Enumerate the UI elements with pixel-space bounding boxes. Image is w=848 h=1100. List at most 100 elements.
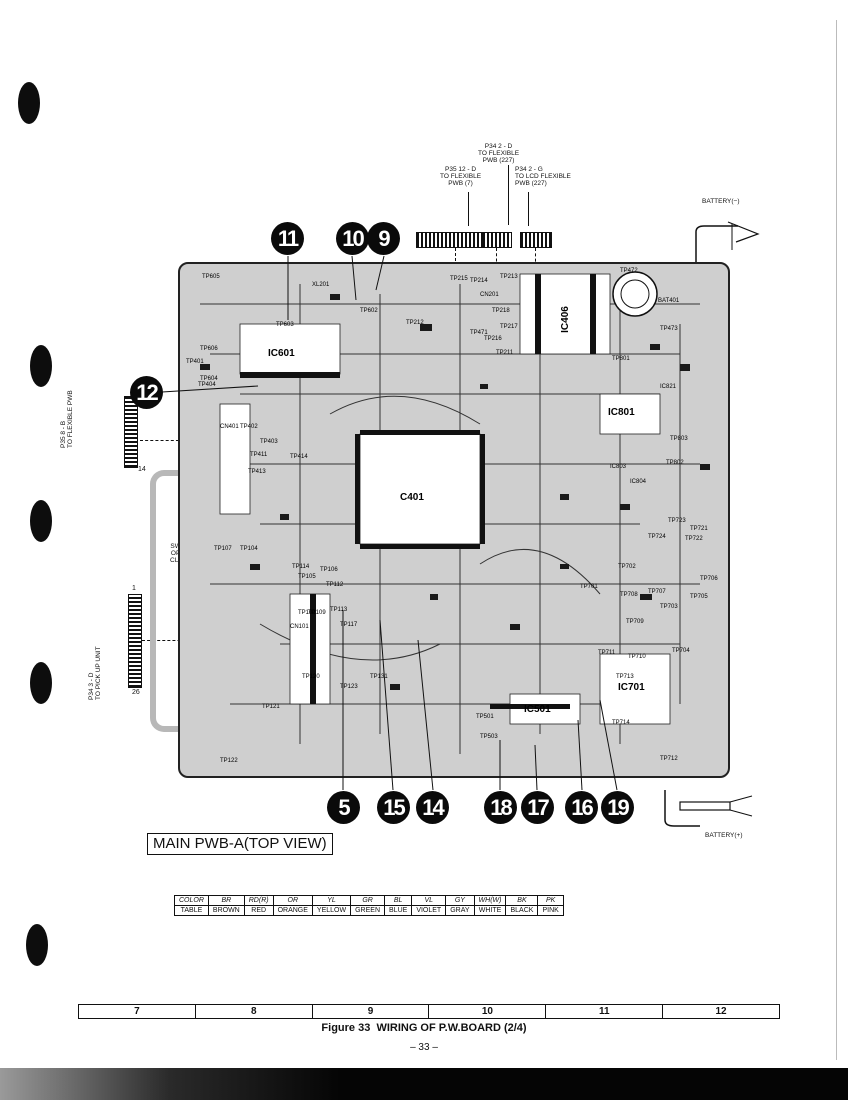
- ic-label: IC803: [610, 464, 627, 470]
- test-point-label: TP723: [668, 518, 686, 524]
- test-point-label: TP113: [330, 607, 348, 613]
- test-point-label: TP705: [690, 594, 708, 600]
- test-point-label: TP122: [220, 758, 238, 764]
- table-cell: YL: [311, 895, 352, 906]
- label-line: PWB (227): [515, 180, 547, 187]
- ic-label: XL201: [312, 282, 330, 288]
- callout-marker: 11: [271, 222, 304, 255]
- test-point-label: TP106: [320, 567, 338, 573]
- test-point-label: TP503: [480, 734, 498, 740]
- test-point-label: TP403: [260, 439, 278, 445]
- table-cell: GY: [445, 895, 475, 906]
- leader-line: [468, 192, 469, 226]
- ic-label: CN401: [220, 424, 239, 430]
- callout-marker: 19: [601, 791, 634, 824]
- board-title: MAIN PWB-A(TOP VIEW): [147, 833, 333, 855]
- label-line: TO FLEXIBLE: [440, 173, 482, 180]
- ic-label: IC804: [630, 479, 647, 485]
- leader-line: [528, 192, 529, 226]
- battery-minus-label: BATTERY(−): [702, 198, 740, 205]
- table-cell: GR: [350, 895, 386, 906]
- test-point-label: TP501: [476, 714, 494, 720]
- test-point-label: TP123: [340, 684, 358, 690]
- table-cell: BLACK: [505, 905, 539, 916]
- test-point-label: TP803: [670, 436, 688, 442]
- table-cell: WH(W): [473, 895, 507, 906]
- test-point-label: TP112: [326, 582, 344, 588]
- test-point-label: TP704: [672, 648, 690, 654]
- test-point-label: TP411: [250, 452, 268, 458]
- test-point-label: TP212: [406, 320, 424, 326]
- ic-label: IC821: [660, 384, 677, 390]
- table-cell: TABLE: [174, 905, 209, 916]
- test-point-label: TP801: [612, 356, 630, 362]
- test-point-label: TP120: [302, 674, 320, 680]
- punch-hole: [30, 345, 52, 387]
- callout-marker: 9: [367, 222, 400, 255]
- ic-label: IC701: [618, 682, 645, 693]
- table-cell: BK: [505, 895, 539, 906]
- test-point-label: TP606: [200, 346, 218, 352]
- table-cell: RED: [243, 905, 274, 916]
- grid-column-number: 9: [313, 1005, 430, 1018]
- table-cell: COLOR: [174, 895, 209, 906]
- callout-marker: 17: [521, 791, 554, 824]
- test-point-label: TP707: [648, 589, 666, 595]
- test-point-label: TP131: [370, 674, 388, 680]
- label-line: TO LCD FLEXIBLE: [515, 173, 571, 180]
- table-cell: YELLOW: [311, 905, 352, 916]
- test-point-label: TP109: [308, 610, 326, 616]
- color-codes-row: COLOR BR RD(R) OR YL GR BL VL GY WH(W) B…: [174, 895, 564, 906]
- table-cell: VL: [411, 895, 447, 906]
- test-point-label: TP708: [620, 592, 638, 598]
- test-point-label: TP712: [660, 756, 678, 762]
- test-point-label: TP117: [340, 622, 358, 628]
- callout-marker: 12: [130, 376, 163, 409]
- color-names-row: TABLE BROWN RED ORANGE YELLOW GREEN BLUE…: [174, 905, 564, 916]
- test-point-label: TP701: [580, 584, 598, 590]
- test-point-label: TP724: [648, 534, 666, 540]
- color-code-table: COLOR BR RD(R) OR YL GR BL VL GY WH(W) B…: [174, 895, 564, 916]
- test-point-label: TP213: [500, 274, 518, 280]
- label-p35-12d: P35 12 - D TO FLEXIBLE PWB (7): [440, 166, 481, 187]
- punch-hole: [30, 500, 52, 542]
- callout-marker: 18: [484, 791, 517, 824]
- ic-label: IC501: [524, 704, 551, 715]
- label-line: P35 12 - D: [445, 166, 477, 173]
- test-point-label: TP703: [660, 604, 678, 610]
- table-cell: BLUE: [384, 905, 413, 916]
- flex-connector-top: [482, 232, 512, 248]
- page-number: – 33 –: [410, 1042, 438, 1053]
- ic-label: BAT401: [658, 298, 680, 304]
- pin-1-label: 1: [132, 585, 136, 592]
- flex-connector-left: [128, 594, 142, 688]
- test-point-label: TP211: [496, 350, 514, 356]
- grid-column-bar: 7 8 9 10 11 12: [78, 1004, 780, 1019]
- label-line: PWB (227): [482, 157, 515, 164]
- test-point-label: TP414: [290, 454, 308, 460]
- table-cell: VIOLET: [411, 905, 447, 916]
- ic-label: CN101: [290, 624, 309, 630]
- test-point-label: TP114: [292, 564, 310, 570]
- battery-minus-wire-icon: [695, 221, 760, 262]
- callout-marker: 14: [416, 791, 449, 824]
- label-line: PWB (7): [448, 180, 473, 187]
- grid-column-number: 10: [429, 1005, 547, 1018]
- callout-marker: 10: [336, 222, 369, 255]
- test-point-label: TP104: [240, 546, 258, 552]
- ic-label: CN201: [480, 292, 499, 298]
- punch-hole: [30, 662, 52, 704]
- test-point-label: TP402: [240, 424, 258, 430]
- test-point-label: TP713: [616, 674, 634, 680]
- test-point-label: TP105: [298, 574, 316, 580]
- test-point-label: TP217: [500, 324, 518, 330]
- test-point-label: TP604: [200, 376, 218, 382]
- test-point-label: TP214: [470, 278, 488, 284]
- pin-14-label: 14: [138, 466, 146, 473]
- test-point-label: TP472: [620, 268, 638, 274]
- test-point-label: TP216: [484, 336, 502, 342]
- table-cell: WHITE: [473, 905, 507, 916]
- table-cell: BL: [384, 895, 413, 906]
- grid-column-number: 11: [546, 1005, 664, 1018]
